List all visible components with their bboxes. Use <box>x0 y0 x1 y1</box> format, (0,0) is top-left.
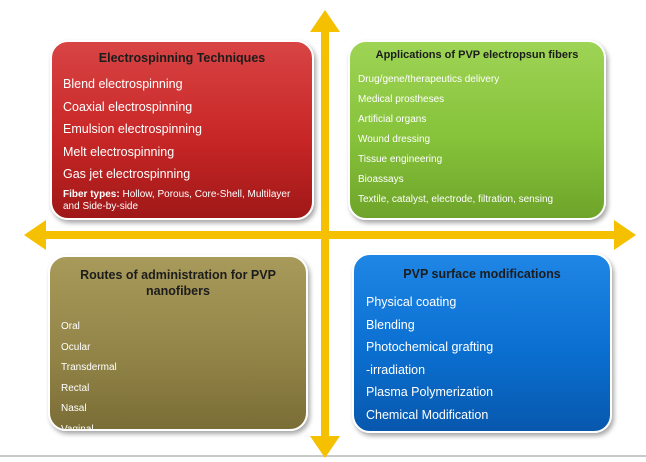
list-item: -irradiation <box>366 362 426 377</box>
list-item: Melt electrospinning <box>63 144 175 159</box>
routes-of-administration-box: Routes of administration for PVP nanofib… <box>48 255 308 431</box>
list-item: Blend electrospinning <box>63 77 183 91</box>
applications-title: Applications of PVP electropsun fibers <box>375 49 579 61</box>
list-item: Artificial organs <box>358 114 427 125</box>
arrow-up-icon <box>310 10 340 32</box>
applications-list: Drug/gene/therapeutics delivery Medical … <box>358 70 604 206</box>
fiber-types-note: Fiber types: Hollow, Porous, Core-Shell,… <box>63 189 304 214</box>
list-item: Textile, catalyst, electrode, filtration… <box>358 194 554 205</box>
bottom-divider <box>0 455 646 457</box>
list-item: Chemical Modification <box>366 407 489 422</box>
horizontal-axis <box>40 231 616 239</box>
modifications-list: Physical coating Blending Photochemical … <box>366 291 610 426</box>
routes-title: Routes of administration for PVP nanofib… <box>80 268 276 298</box>
list-item: Coaxial electrospinning <box>63 99 193 114</box>
electrospinning-techniques-box: Electrospinning Techniques Blend electro… <box>50 40 314 220</box>
list-item: Physical coating <box>366 295 457 309</box>
list-item: Oral <box>61 321 80 332</box>
list-item: Emulsion electrospinning <box>63 122 202 136</box>
list-item: Rectal <box>61 382 90 394</box>
surface-modifications-box: PVP surface modifications Physical coati… <box>352 253 612 433</box>
applications-box: Applications of PVP electropsun fibers D… <box>348 40 606 220</box>
list-item: Wound dressing <box>358 134 431 145</box>
fiber-types-text: Hollow, Porous, Core-Shell, Multilayer a… <box>63 188 291 213</box>
list-item: Blending <box>366 317 415 332</box>
list-item: Drug/gene/therapeutics delivery <box>358 74 500 85</box>
routes-list: Oral Ocular Transdermal Rectal Nasal Vag… <box>61 317 306 431</box>
list-item: Tissue engineering <box>358 154 443 165</box>
list-item: Bioassays <box>358 174 404 185</box>
list-item: Ocular <box>61 341 91 353</box>
list-item: Medical prostheses <box>358 94 445 105</box>
list-item: Nasal <box>61 403 87 414</box>
list-item: Photochemical grafting <box>366 340 494 354</box>
arrow-down-icon <box>310 436 340 458</box>
techniques-list: Blend electrospinning Coaxial electrospi… <box>63 73 312 186</box>
list-item: Transdermal <box>61 362 117 373</box>
list-item: Gas jet electrospinning <box>63 167 191 181</box>
arrow-left-icon <box>24 220 46 250</box>
arrow-right-icon <box>614 220 636 250</box>
modifications-title: PVP surface modifications <box>403 267 561 281</box>
list-item: Plasma Polymerization <box>366 385 494 399</box>
fiber-types-label: Fiber types: <box>63 188 120 200</box>
list-item: Vaginal <box>61 423 94 431</box>
techniques-title: Electrospinning Techniques <box>98 51 266 65</box>
